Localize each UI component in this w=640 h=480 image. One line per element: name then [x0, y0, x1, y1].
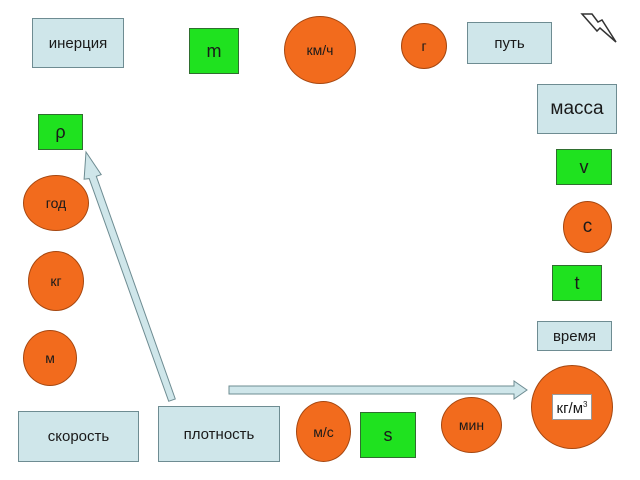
symbol-s[interactable]: s	[360, 412, 416, 458]
kgm3-label: кг/м3	[551, 394, 593, 420]
unit-kmh[interactable]: км/ч	[284, 16, 356, 84]
symbol-t[interactable]: t	[552, 265, 602, 301]
symbol-v[interactable]: v	[556, 149, 612, 185]
term-time[interactable]: время	[537, 321, 612, 351]
term-speed[interactable]: скорость	[18, 411, 139, 462]
unit-kg[interactable]: кг	[28, 251, 84, 311]
unit-m[interactable]: м	[23, 330, 77, 386]
term-inertia[interactable]: инерция	[32, 18, 124, 68]
arrow-up-to-rho	[83, 150, 176, 402]
term-path[interactable]: путь	[467, 22, 552, 64]
kgm3-base: кг/м	[556, 400, 584, 417]
unit-g[interactable]: г	[401, 23, 447, 69]
unit-min[interactable]: мин	[441, 397, 502, 453]
symbol-rho[interactable]: ρ	[38, 114, 83, 150]
unit-s[interactable]: с	[563, 201, 612, 253]
arrow-right-to-kgm3	[228, 380, 528, 400]
term-mass[interactable]: масса	[537, 84, 617, 134]
unit-kgm3[interactable]: кг/м3	[531, 365, 613, 449]
symbol-m[interactable]: m	[189, 28, 239, 74]
term-density[interactable]: плотность	[158, 406, 280, 462]
lightning-icon	[580, 13, 617, 43]
unit-year[interactable]: год	[23, 175, 89, 231]
kgm3-exponent: 3	[583, 400, 588, 409]
unit-ms[interactable]: м/с	[296, 401, 351, 462]
